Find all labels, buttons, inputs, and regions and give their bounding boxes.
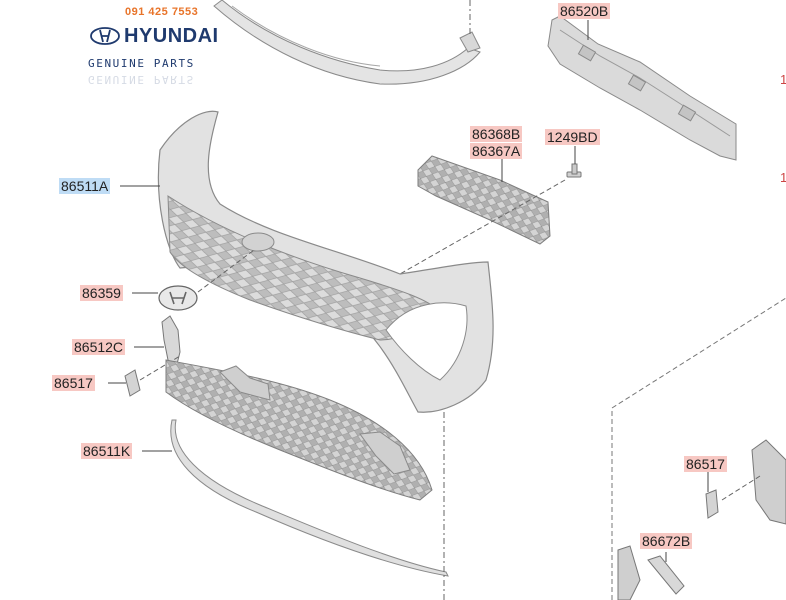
label-1249BD[interactable]: 1249BD: [545, 129, 600, 145]
label-86512C[interactable]: 86512C: [72, 339, 126, 355]
bracket-86512C: [161, 315, 181, 369]
edge-fragment-mid: 1: [780, 170, 786, 185]
emblem-dash: [197, 249, 255, 293]
label-86511K[interactable]: 86511K: [81, 443, 133, 459]
emblem-86359: [158, 285, 198, 311]
label-86672B[interactable]: 86672B: [640, 533, 693, 549]
bumper-beam-86520B: [547, 15, 737, 161]
bolt-1249BD: [566, 163, 582, 178]
tagline: GENUINE PARTS: [88, 57, 195, 70]
tagline-reflection: GENUINE PARTS: [88, 73, 195, 86]
lower-trim-strip: [170, 419, 449, 577]
hyundai-logo-icon: [90, 27, 120, 45]
clip-86517-left: [124, 369, 141, 397]
label-86368B[interactable]: 86368B: [470, 126, 523, 142]
grille-insert-86368B: [417, 155, 551, 245]
label-86511A[interactable]: 86511A: [59, 178, 111, 194]
detail-area: [611, 297, 786, 600]
edge-fragment-top: 1: [780, 72, 786, 87]
top-bumper-arc: [213, 0, 481, 85]
brand-name: HYUNDAI: [124, 25, 219, 47]
label-86359[interactable]: 86359: [80, 285, 123, 301]
label-86517-right[interactable]: 86517: [684, 456, 727, 472]
label-86520B[interactable]: 86520B: [558, 3, 611, 19]
label-86517-left[interactable]: 86517: [52, 375, 95, 391]
bumper-cover-86511A: [157, 110, 494, 413]
phone-number: 091 425 7553: [125, 6, 199, 18]
label-86367A[interactable]: 86367A: [470, 143, 523, 159]
lower-grille-86511K: [165, 359, 433, 501]
